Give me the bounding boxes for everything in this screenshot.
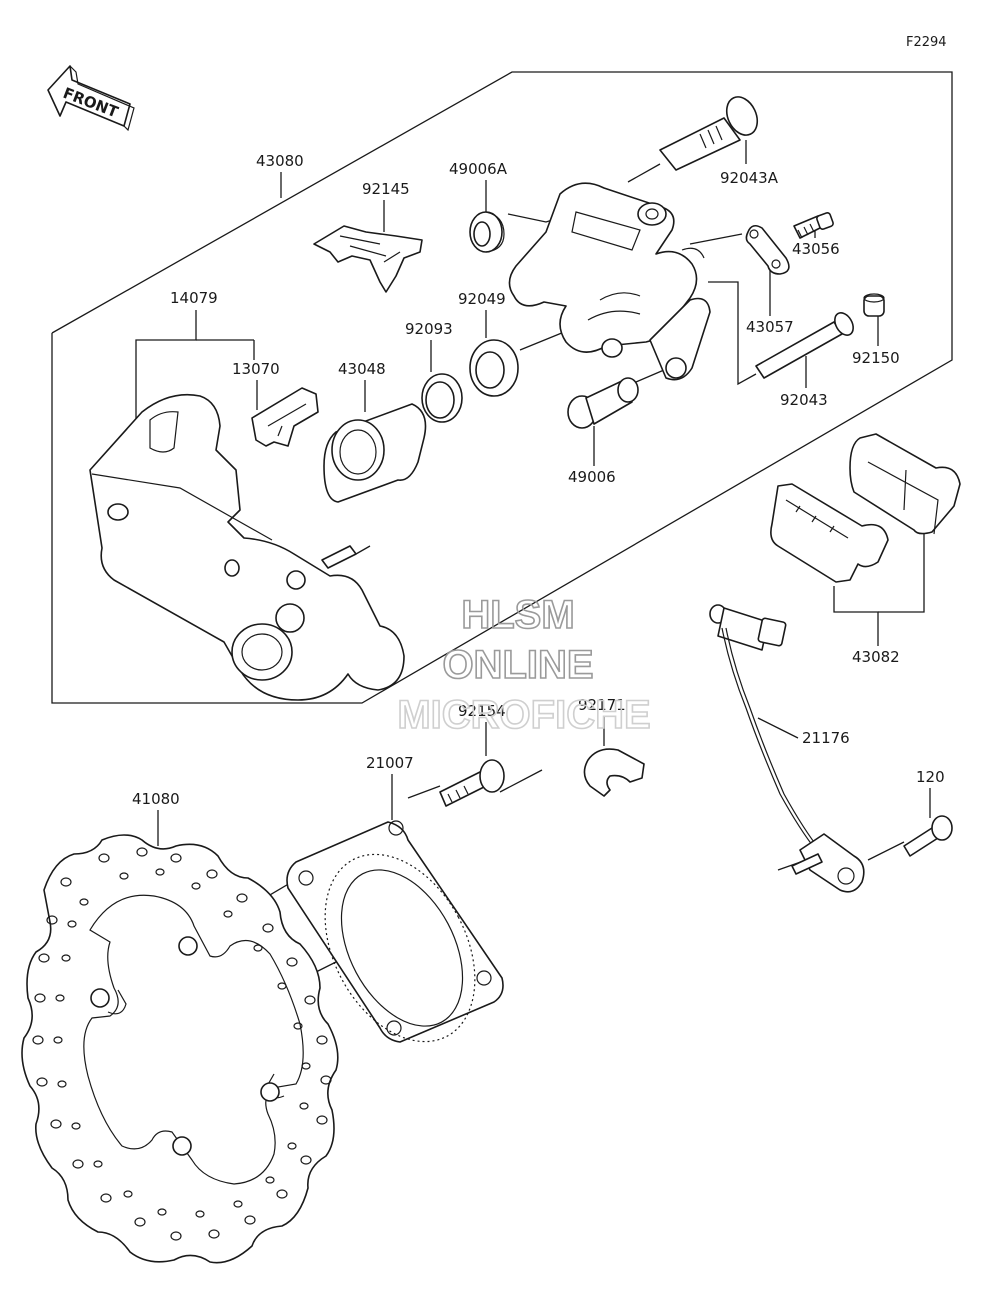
pad-spring-92145	[313, 225, 423, 293]
disc-holes	[32, 847, 332, 1241]
brake-pads-43082	[770, 433, 961, 583]
label-43056: 43056	[792, 240, 840, 258]
label-120: 120	[916, 768, 945, 786]
label-43057: 43057	[746, 318, 794, 336]
label-92154: 92154	[458, 702, 506, 720]
caliper-bracket-14079	[89, 393, 405, 701]
caliper-assembly-outline	[51, 71, 953, 704]
part-labels: 43080 92145 49006A 92043A 43056 43057 92…	[132, 140, 945, 846]
label-21176: 21176	[802, 729, 850, 747]
watermark-line1: HLSM	[461, 593, 574, 637]
label-92150: 92150	[852, 349, 900, 367]
bolt-92154	[439, 759, 505, 807]
bleed-valve-43056	[793, 212, 834, 239]
watermark-line3: MICROFICHE	[397, 693, 650, 737]
label-92145: 92145	[362, 180, 410, 198]
front-arrow-icon: FRONT	[47, 65, 135, 132]
label-43082: 43082	[852, 648, 900, 666]
pin-92043	[755, 312, 854, 379]
watermark: HLSM ONLINE MICROFICHE	[397, 592, 652, 738]
label-92171: 92171	[578, 696, 626, 714]
caliper-body	[508, 182, 711, 381]
cap-43057	[745, 224, 790, 275]
slide-pin-92043A	[659, 96, 759, 171]
label-92043A: 92043A	[720, 169, 779, 187]
figure-code: F2294	[906, 35, 947, 50]
wheel-speed-sensor-21176	[709, 604, 865, 893]
label-92093: 92093	[405, 320, 453, 338]
label-49006A: 49006A	[449, 160, 508, 178]
label-21007: 21007	[366, 754, 414, 772]
piston-43048	[323, 403, 427, 503]
sensor-rotor-21007	[286, 820, 504, 1043]
bolt-120	[903, 815, 953, 857]
boot-49006	[567, 377, 639, 429]
label-14079: 14079	[170, 289, 218, 307]
boot-49006A	[469, 211, 505, 253]
label-92043: 92043	[780, 391, 828, 409]
label-92049: 92049	[458, 290, 506, 308]
label-41080: 41080	[132, 790, 180, 808]
clamp-92171	[583, 748, 645, 797]
label-43048: 43048	[338, 360, 386, 378]
seal-92049	[469, 339, 519, 397]
seal-92093	[421, 373, 463, 423]
label-13070: 13070	[232, 360, 280, 378]
pad-spring-13070	[251, 387, 319, 447]
watermark-line2: ONLINE	[442, 643, 593, 687]
label-43080: 43080	[256, 152, 304, 170]
brake-disc-41080	[21, 834, 339, 1264]
rubber-cap-92150	[863, 293, 885, 317]
label-49006: 49006	[568, 468, 616, 486]
